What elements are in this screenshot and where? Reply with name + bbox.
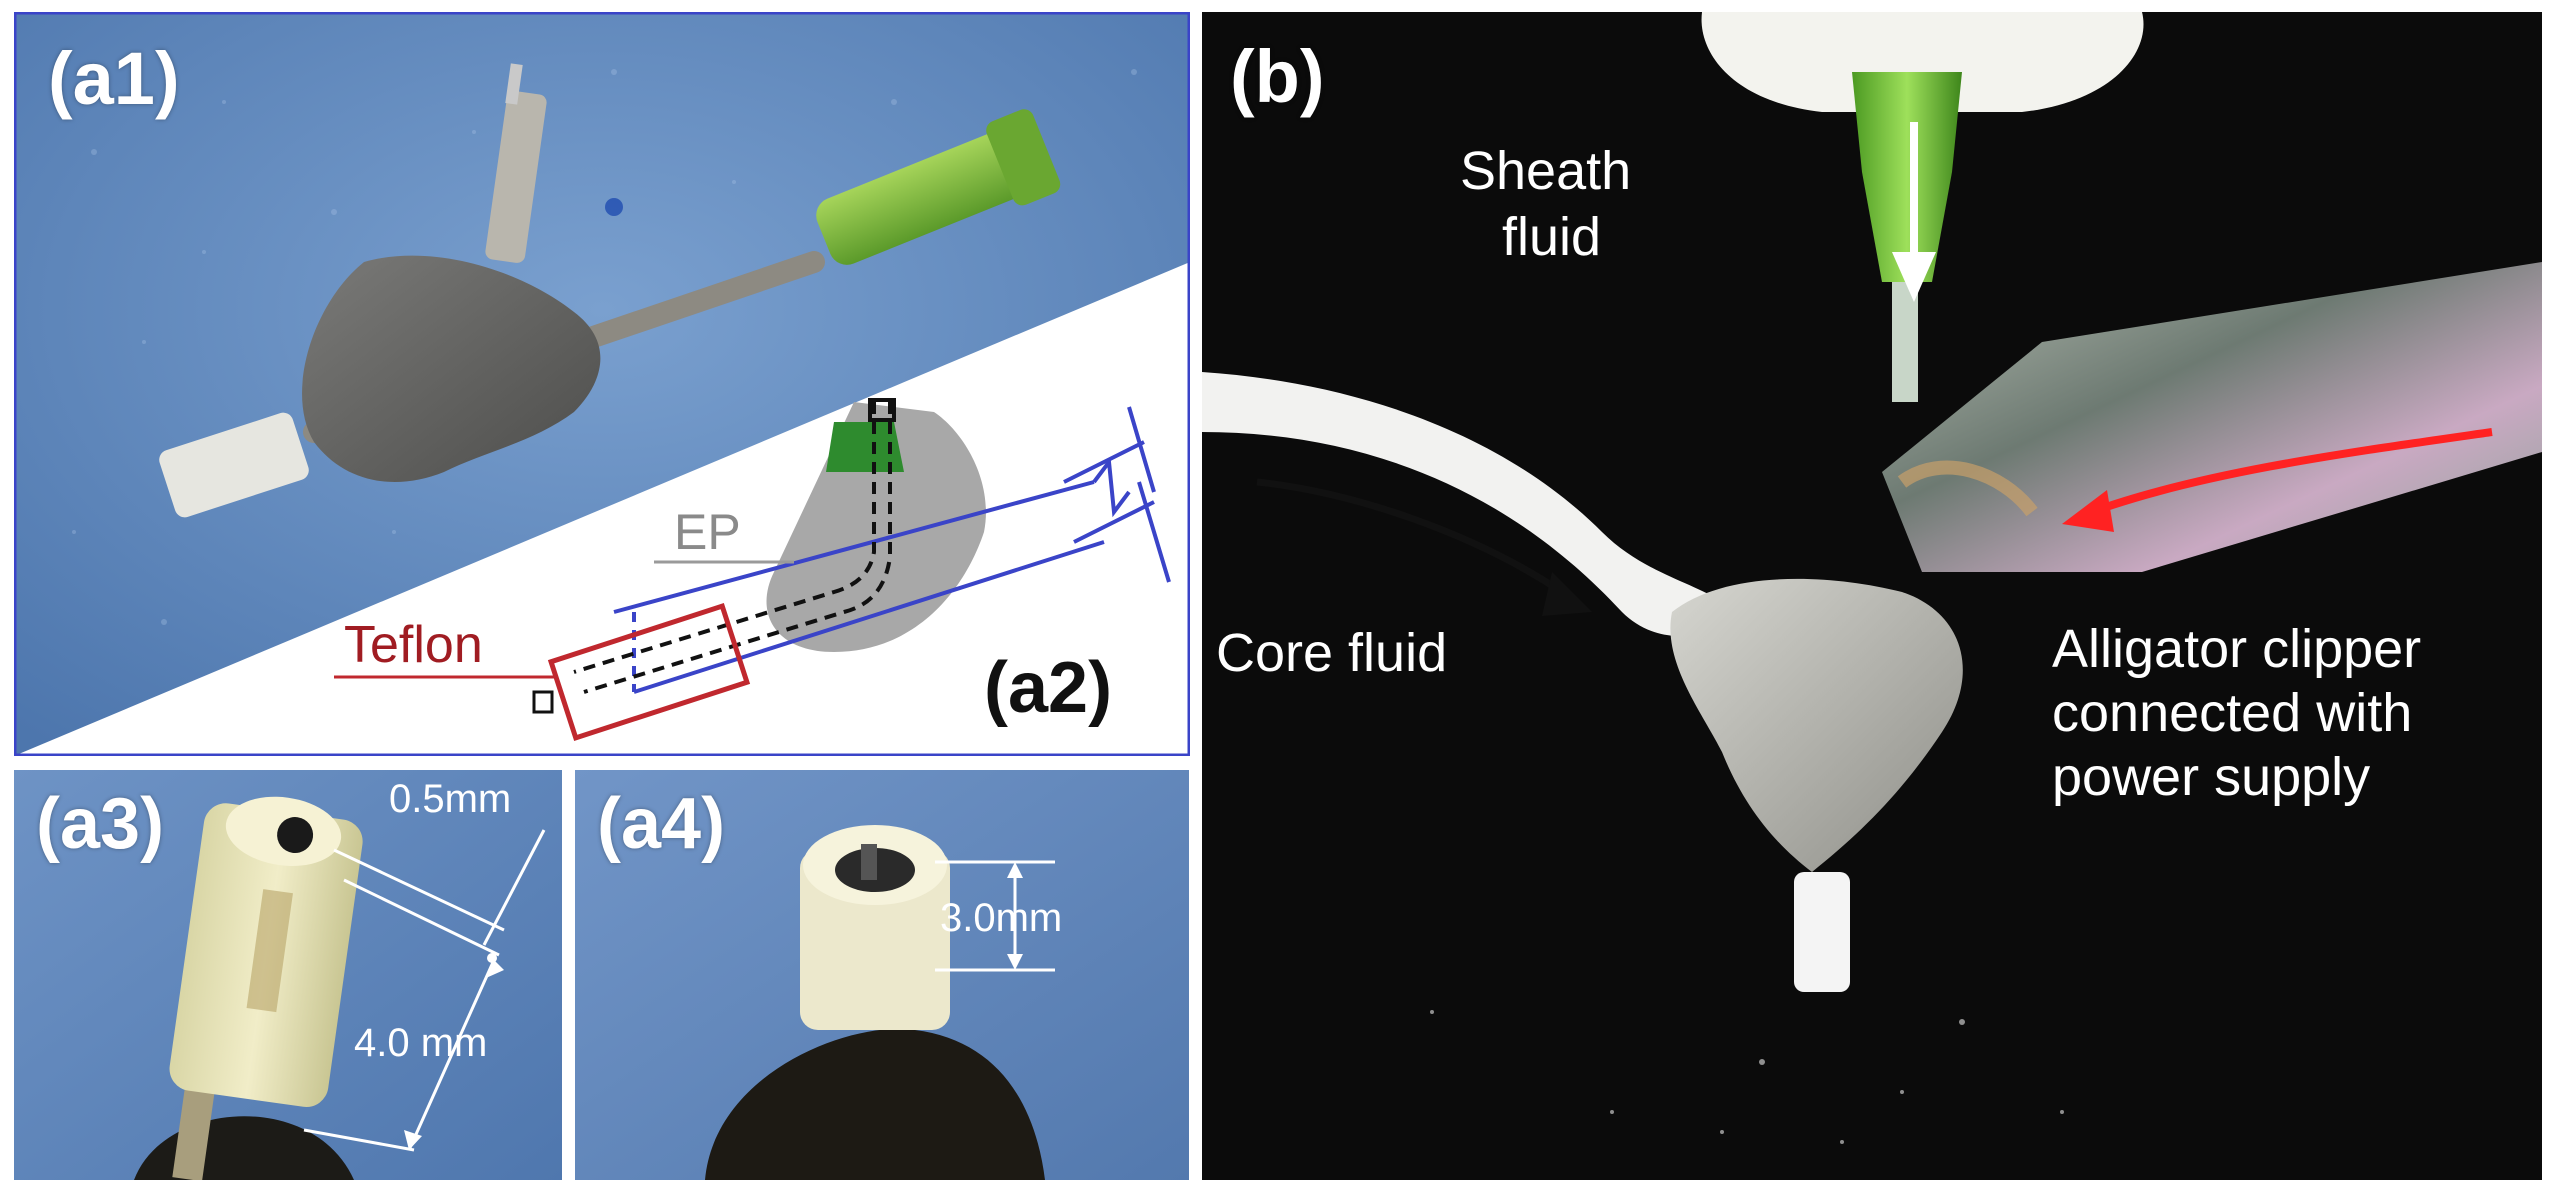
sheath-fluid-label-line2: fluid bbox=[1502, 207, 1602, 267]
epoxy-shape bbox=[766, 402, 986, 652]
green-needle-shape bbox=[1852, 72, 1962, 282]
panel-label-a3: (a3) bbox=[36, 784, 165, 864]
panel-label-a2: (a2) bbox=[984, 648, 1113, 728]
clipper-label-line3: power supply bbox=[2052, 747, 2371, 807]
dim-length-label: 4.0 mm bbox=[354, 1021, 488, 1065]
core-tube-shape bbox=[1202, 372, 1722, 636]
teflon-tube-shape bbox=[547, 602, 751, 742]
ep-label: EP bbox=[674, 504, 741, 560]
sheath-arrow bbox=[1892, 252, 1936, 302]
background-texture bbox=[72, 69, 1137, 625]
teflon-label: Teflon bbox=[344, 616, 483, 674]
dim-height-label: 3.0mm bbox=[940, 896, 1063, 940]
sheath-fluid-label-line1: Sheath bbox=[1460, 141, 1632, 201]
panel-label-a4: (a4) bbox=[597, 784, 726, 864]
panel-a4: (a4) 3.0mm bbox=[575, 770, 1189, 1180]
panel-label-a1: (a1) bbox=[48, 37, 180, 120]
core-arrow bbox=[1542, 572, 1592, 616]
panel-a3: (a3) 0.5mm 4.0 mm bbox=[14, 770, 562, 1180]
flow-arrows bbox=[1256, 122, 2493, 616]
panel-a1: (a1) EP Teflon (a2) bbox=[14, 12, 1190, 756]
panel-label-b: (b) bbox=[1230, 35, 1325, 118]
clipper-label-line2: connected with bbox=[2052, 683, 2413, 743]
a4-photo bbox=[575, 770, 1189, 1180]
a3-photo bbox=[14, 770, 562, 1180]
epoxy-blob-shape bbox=[1670, 578, 1963, 872]
panel-b: (b) Sheath fluid Core fluid Alligator cl… bbox=[1202, 12, 2542, 1180]
teflon-outlet-shape bbox=[1794, 872, 1850, 992]
dim-top-label: 0.5mm bbox=[389, 777, 512, 821]
b-photo bbox=[1202, 12, 2542, 1180]
clipper-label-line1: Alligator clipper bbox=[2052, 619, 2422, 679]
a2-schematic bbox=[334, 398, 1171, 742]
alligator-clipper-shape bbox=[1882, 262, 2542, 572]
needle-hub-shape bbox=[826, 422, 904, 472]
syringe-cap-shape bbox=[1701, 12, 2144, 112]
clipper-arrow bbox=[2062, 490, 2114, 532]
core-fluid-label: Core fluid bbox=[1216, 623, 1448, 683]
